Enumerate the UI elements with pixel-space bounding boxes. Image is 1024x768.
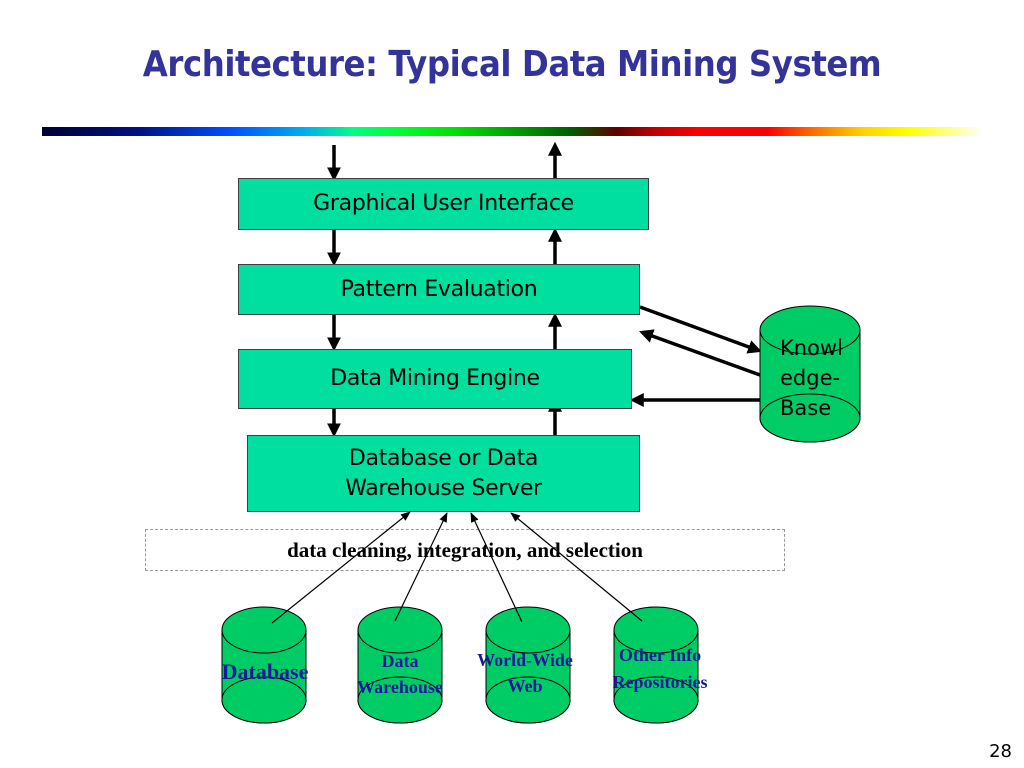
- source-label-other-repositories: Other Info Repositories: [590, 642, 730, 696]
- kb-label-line3: Base: [780, 396, 832, 420]
- layer-label: Data Mining Engine: [330, 366, 540, 391]
- layer-graphical-user-interface: Graphical User Interface: [238, 178, 649, 230]
- source-label-line2: Repositories: [612, 672, 708, 692]
- kb-label-line1: Knowl: [780, 336, 843, 360]
- source-label-line2: Warehouse: [357, 677, 443, 697]
- kb-label-line2: edge-: [780, 366, 841, 390]
- layer-label-line1: Database or Data: [348, 445, 539, 471]
- source-label-world-wide-web: World-Wide Web: [455, 647, 595, 699]
- source-label-data-warehouse: Data Warehouse: [330, 648, 470, 700]
- layer-label: Pattern Evaluation: [340, 276, 538, 302]
- source-label-database: Database: [205, 659, 325, 685]
- preprocessing-label: data cleaning, integration, and selectio…: [287, 537, 643, 562]
- knowledge-base-label: Knowl edge- Base: [780, 333, 843, 423]
- source-label-line1: Database: [221, 659, 309, 684]
- page-number: 28: [989, 741, 1012, 762]
- layer-label-line2: Warehouse Server: [345, 475, 542, 501]
- source-label-line2: Web: [507, 676, 543, 696]
- layer-data-mining-engine: Data Mining Engine: [238, 349, 632, 409]
- source-label-line1: Other Info: [618, 645, 702, 665]
- arrow-kb-to-pattern: [639, 329, 761, 377]
- arrow-pattern-to-kb: [639, 305, 762, 354]
- layer-label: Graphical User Interface: [313, 191, 574, 216]
- source-label-line1: Data: [381, 651, 419, 671]
- title-divider-gradient: [42, 127, 984, 136]
- layer-pattern-evaluation: Pattern Evaluation: [238, 264, 640, 315]
- source-cylinder-other-repositories: [613, 606, 699, 724]
- layer-database-server: Database or Data Warehouse Server: [247, 435, 640, 512]
- preprocessing-band: data cleaning, integration, and selectio…: [145, 529, 785, 571]
- source-label-line1: World-Wide: [477, 650, 573, 670]
- knowledge-base-cylinder: [759, 305, 861, 443]
- slide-title: Architecture: Typical Data Mining System: [142, 44, 882, 85]
